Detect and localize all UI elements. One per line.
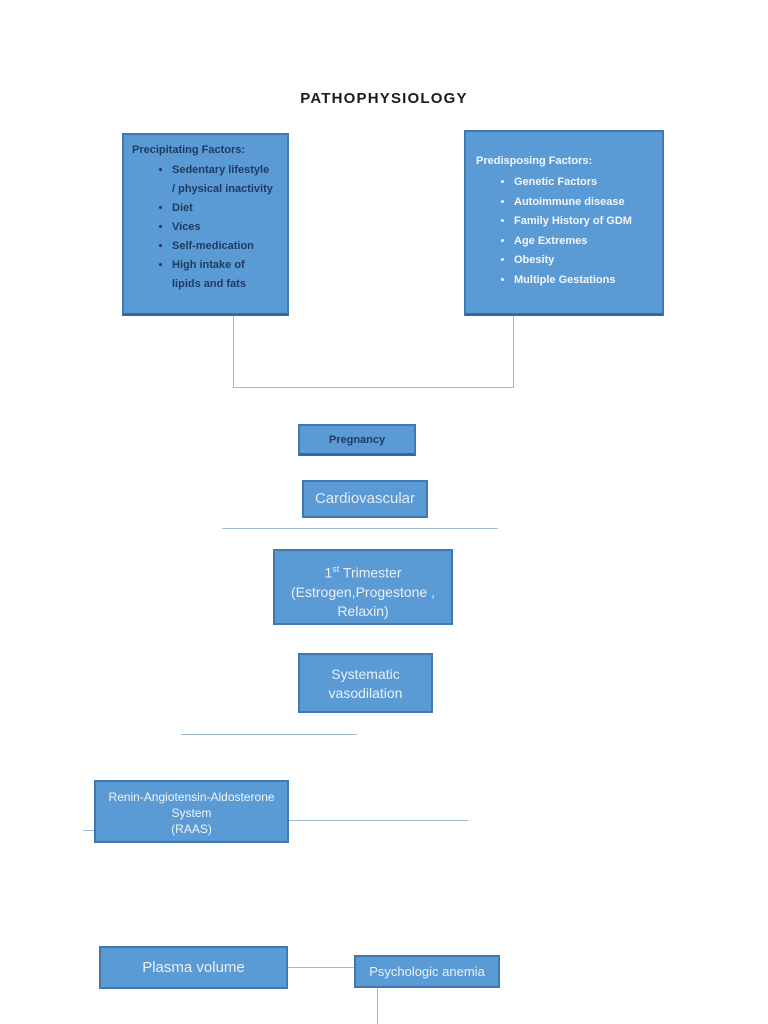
cardiovascular-box: Cardiovascular <box>302 480 428 518</box>
factors-join-connector <box>233 316 514 388</box>
list-item: Obesity <box>514 251 660 271</box>
list-item: Family History of GDM <box>514 212 660 232</box>
first-trimester-line1: 1st Trimester <box>324 564 402 581</box>
page-title: PATHOPHYSIOLOGY <box>300 90 468 107</box>
connector-line <box>377 988 378 1024</box>
raas-line1: Renin-Angiotensin-Aldosterone <box>108 790 275 804</box>
list-item: Age Extremes <box>514 232 660 252</box>
first-trimester-line3: Relaxin) <box>337 602 389 619</box>
list-item: High intake of lipids and fats <box>172 256 274 294</box>
vasodilation-line2: vasodilation <box>328 685 403 701</box>
connector-line <box>289 820 468 821</box>
connector-line <box>288 967 354 968</box>
list-item: Sedentary lifestyle / physical inactivit… <box>172 161 274 199</box>
raas-box: Renin-Angiotensin-Aldosterone System (RA… <box>94 780 289 843</box>
list-item: Multiple Gestations <box>514 271 660 291</box>
connector-line <box>222 528 498 529</box>
systematic-vasodilation-box: Systematic vasodilation <box>298 653 433 713</box>
psychologic-anemia-box: Psychologic anemia <box>354 955 500 988</box>
list-item: Self-medication <box>172 237 274 256</box>
list-item: Genetic Factors <box>514 173 660 193</box>
precipitating-factors-list: Sedentary lifestyle / physical inactivit… <box>172 161 279 294</box>
predisposing-factors-box: Predisposing Factors: Genetic Factors Au… <box>464 130 664 316</box>
predisposing-factors-list: Genetic Factors Autoimmune disease Famil… <box>514 173 654 290</box>
list-item: Autoimmune disease <box>514 193 660 213</box>
first-trimester-box: 1st Trimester (Estrogen,Progestone , Rel… <box>273 549 453 625</box>
connector-line <box>83 830 94 831</box>
first-trimester-line2: (Estrogen,Progestone , <box>291 583 435 600</box>
predisposing-factors-heading: Predisposing Factors: <box>476 155 593 167</box>
connector-line <box>181 734 357 735</box>
raas-line3: (RAAS) <box>171 822 212 836</box>
precipitating-factors-box: Precipitating Factors: Sedentary lifesty… <box>122 133 289 316</box>
pregnancy-box: Pregnancy <box>298 424 416 456</box>
precipitating-factors-heading: Precipitating Factors: <box>132 144 246 156</box>
raas-line2: System <box>171 806 212 820</box>
list-item: Vices <box>172 218 274 237</box>
list-item: Diet <box>172 199 274 218</box>
vasodilation-line1: Systematic <box>331 666 400 682</box>
plasma-volume-box: Plasma volume <box>99 946 288 989</box>
